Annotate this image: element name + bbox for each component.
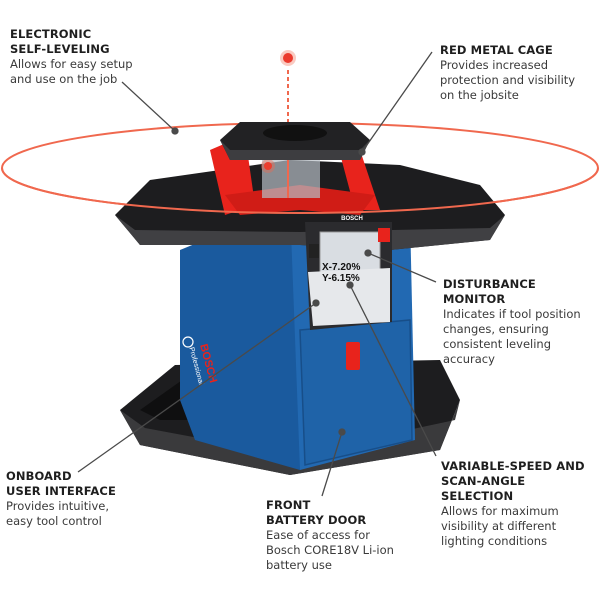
callout-red-metal-cage: RED METAL CAGE Provides increased protec… (440, 43, 575, 103)
callout-title: FRONT BATTERY DOOR (266, 498, 367, 527)
lcd-readings: X-7.20% Y-6.15% (322, 262, 360, 284)
bosch-logo-icon (182, 336, 194, 348)
laser-ring-front (1, 167, 599, 214)
leader-lines (77, 51, 437, 497)
svg-text:BOSCH: BOSCH (341, 216, 363, 222)
power-button[interactable] (378, 228, 390, 242)
control-panel: BOSCH (305, 216, 392, 330)
callout-desc: Ease of access for Bosch CORE18V Li-ion … (266, 528, 394, 572)
callout-desc: Allows for easy setup and use on the job (10, 57, 133, 86)
callout-desc: Indicates if tool position changes, ensu… (443, 307, 581, 366)
callout-battery-door: FRONT BATTERY DOOR Ease of access for Bo… (266, 498, 394, 573)
lcd-x-reading: X-7.20% (322, 262, 361, 273)
callout-self-leveling: ELECTRONIC SELF-LEVELING Allows for easy… (10, 27, 133, 87)
vertical-laser-beam (280, 50, 296, 125)
battery-door-latch[interactable] (346, 342, 360, 370)
callout-desc: Allows for maximum visibility at differe… (441, 504, 559, 548)
cage-top-cap (220, 122, 370, 160)
bluetooth-button[interactable] (309, 244, 319, 258)
callout-desc: Provides intuitive, easy tool control (6, 499, 109, 528)
lcd-y-reading: Y-6.15% (322, 273, 360, 284)
callout-title: RED METAL CAGE (440, 43, 553, 57)
callout-title: ONBOARD USER INTERFACE (6, 469, 116, 498)
callout-onboard-ui: ONBOARD USER INTERFACE Provides intuitiv… (6, 469, 116, 529)
callout-variable-speed: VARIABLE-SPEED AND SCAN-ANGLE SELECTION … (441, 459, 600, 549)
callout-title: DISTURBANCE MONITOR (443, 277, 536, 306)
battery-door[interactable] (299, 319, 413, 466)
callout-title: VARIABLE-SPEED AND SCAN-ANGLE SELECTION (441, 459, 585, 503)
callout-title: ELECTRONIC SELF-LEVELING (10, 27, 110, 56)
callout-desc: Provides increased protection and visibi… (440, 58, 576, 102)
callout-disturbance-monitor: DISTURBANCE MONITOR Indicates if tool po… (443, 277, 600, 367)
